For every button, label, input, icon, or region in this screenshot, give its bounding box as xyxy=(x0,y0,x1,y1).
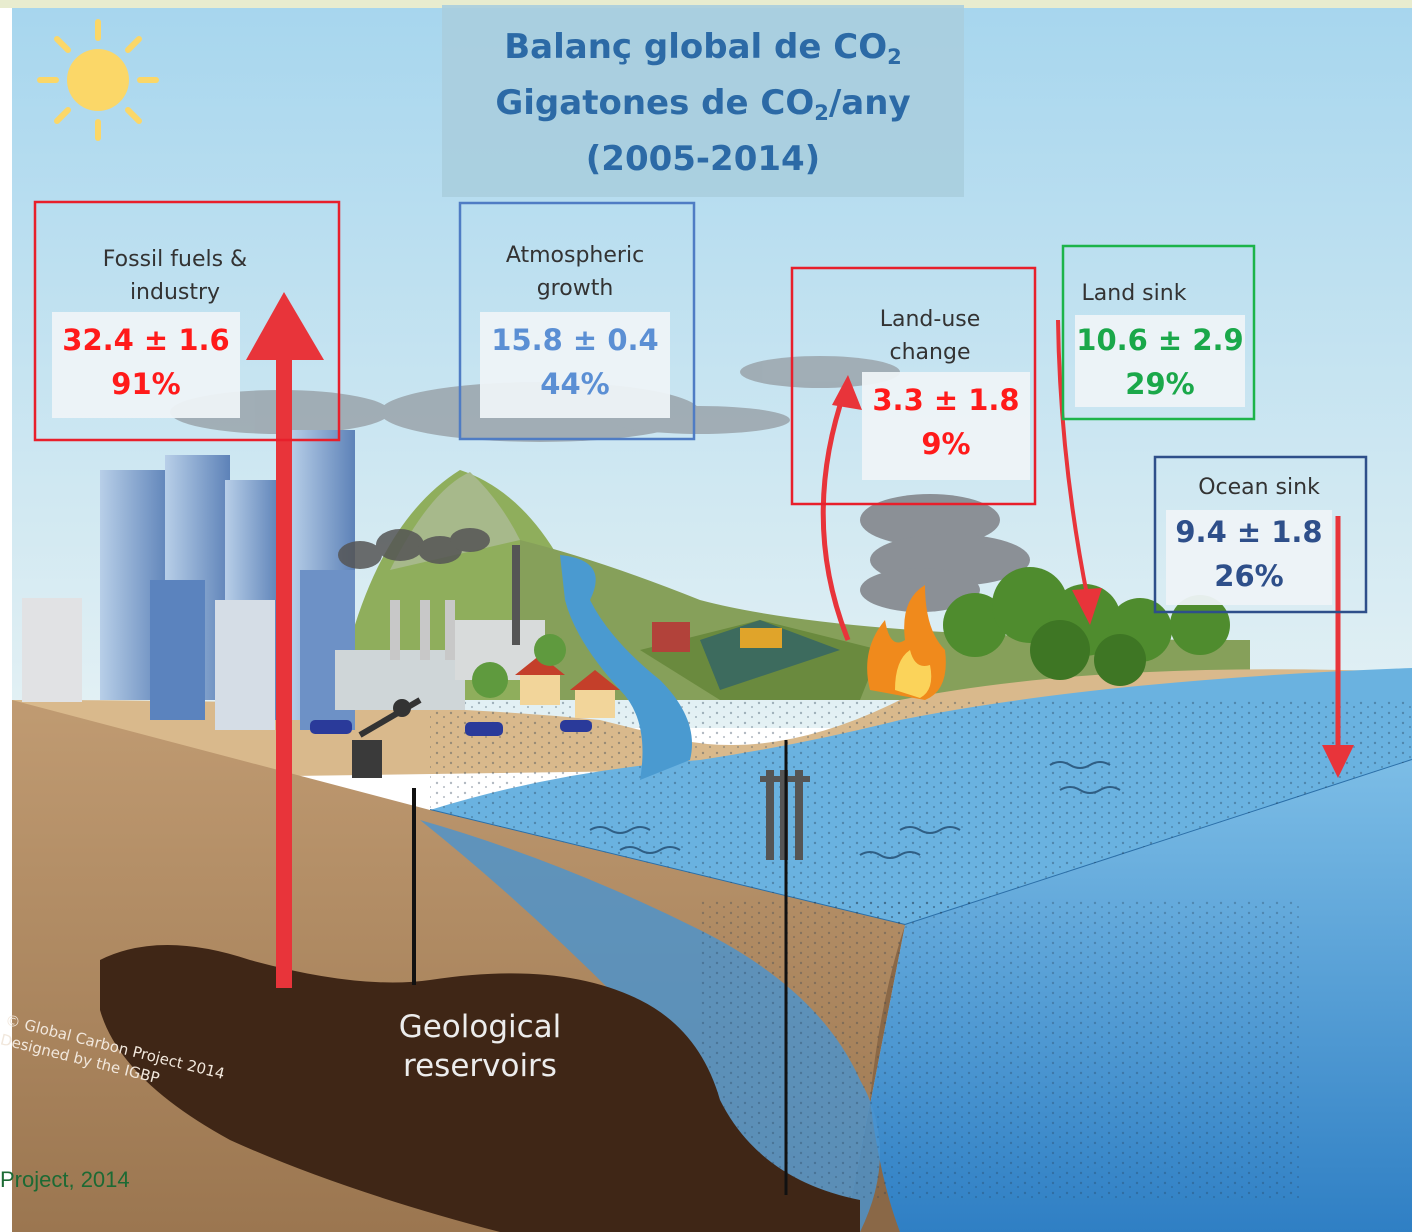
landsink-value: 10.6 ± 2.9 xyxy=(1076,323,1244,357)
title-panel xyxy=(442,5,964,197)
atmospheric-label-2: growth xyxy=(536,276,614,301)
forest xyxy=(943,567,1230,686)
oceansink-value: 9.4 ± 1.8 xyxy=(1175,515,1323,549)
landuse-value: 3.3 ± 1.8 xyxy=(872,383,1020,417)
oceansink-label: Ocean sink xyxy=(1198,475,1320,500)
geological-line-1: Geological xyxy=(398,1009,562,1045)
atmospheric-percent: 44% xyxy=(540,367,610,401)
fossil-label-2: industry xyxy=(129,280,221,305)
oil-pump xyxy=(352,697,422,778)
landsink-label: Land sink xyxy=(1081,281,1187,306)
fossil-percent: 91% xyxy=(111,367,181,401)
landuse-label-1: Land-use xyxy=(879,307,981,332)
atmospheric-label-1: Atmospheric xyxy=(505,243,645,268)
atmospheric-value: 15.8 ± 0.4 xyxy=(491,323,659,357)
farm xyxy=(640,620,880,700)
fossil-value-panel xyxy=(52,312,240,418)
oil-rig xyxy=(760,740,810,1195)
geological-line-2: reservoirs xyxy=(403,1048,557,1084)
geological-reservoirs-label: Geological reservoirs xyxy=(360,1008,600,1086)
fossil-label-1: Fossil fuels & xyxy=(102,247,248,272)
fossil-box xyxy=(33,200,341,442)
city-buildings xyxy=(22,430,355,730)
frame-band xyxy=(0,0,1412,8)
title-line-2: Gigatones de CO2/any xyxy=(495,83,911,125)
oceansink-value-panel xyxy=(1166,510,1332,605)
landuse-box xyxy=(790,266,1037,506)
atmospheric-box xyxy=(458,201,696,441)
landsink-percent: 29% xyxy=(1125,367,1195,401)
oceansink-box xyxy=(1153,455,1368,614)
landuse-label-2: change xyxy=(889,340,971,365)
landsink-value-panel xyxy=(1075,315,1245,407)
land-use-arrow xyxy=(820,375,862,641)
footer-source: Project, 2014 xyxy=(0,1167,130,1192)
landuse-value-panel xyxy=(862,372,1030,480)
ocean-sink-arrow xyxy=(1322,516,1354,778)
oceansink-percent: 26% xyxy=(1214,559,1284,593)
land-sink-arrow xyxy=(1056,319,1102,625)
title-line-3: (2005-2014) xyxy=(585,139,821,179)
fire xyxy=(867,585,946,700)
fossil-arrow xyxy=(246,292,324,988)
river xyxy=(560,555,692,780)
houses xyxy=(472,634,620,718)
cars xyxy=(310,720,592,736)
title-line-1: Balanç global de CO2 xyxy=(504,27,902,69)
fossil-value: 32.4 ± 1.6 xyxy=(62,323,230,357)
atmospheric-value-panel xyxy=(480,312,670,418)
landsink-box xyxy=(1061,244,1256,421)
geological-reservoir-shape xyxy=(100,945,860,1232)
waves xyxy=(589,761,1121,859)
sun-icon xyxy=(37,19,159,141)
landuse-percent: 9% xyxy=(921,427,971,461)
